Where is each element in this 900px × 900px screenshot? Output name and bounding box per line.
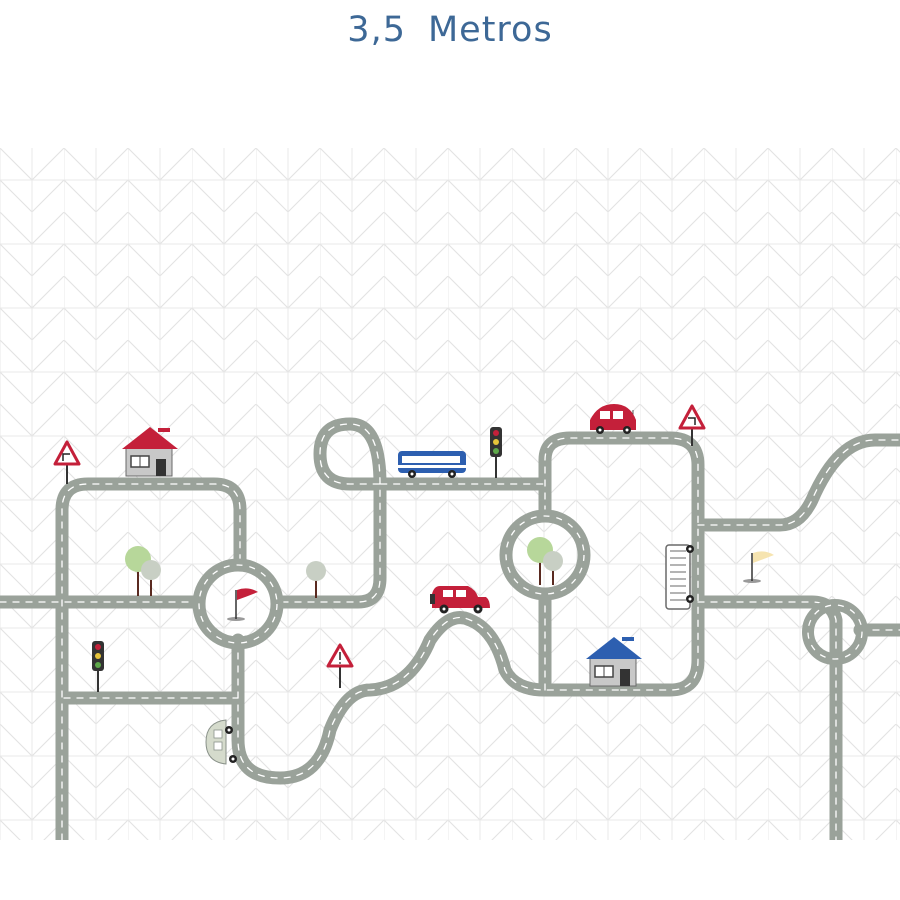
grid-background — [0, 148, 900, 840]
flag-yellow — [743, 551, 774, 583]
red-car — [590, 404, 636, 434]
roundabout-right — [802, 599, 868, 665]
tree-single — [306, 561, 326, 598]
roundabout-left — [192, 558, 284, 650]
curve-warning-sign-right — [678, 404, 706, 446]
road-network — [0, 417, 900, 840]
curve-warning-sign-left — [53, 440, 81, 484]
house-blue-roof — [586, 637, 642, 687]
road-map-illustration — [0, 148, 900, 840]
tree-pair-center — [527, 537, 563, 585]
traffic-light-left — [92, 641, 104, 692]
measure-unit: Metros — [427, 10, 553, 50]
flag-red-roundabout — [227, 588, 258, 621]
traffic-light-top — [490, 427, 502, 478]
green-beetle-car — [205, 719, 237, 765]
page-header: 3,5 Metros — [0, 10, 900, 50]
white-bus — [665, 544, 694, 610]
exclamation-warning-sign — [326, 643, 354, 688]
tree-pair-left — [125, 546, 161, 596]
red-jeep — [430, 586, 490, 614]
measure-value: 3,5 — [347, 10, 406, 50]
roundabout-center — [499, 509, 591, 601]
house-red-roof — [122, 427, 178, 477]
blue-bus — [398, 451, 466, 478]
